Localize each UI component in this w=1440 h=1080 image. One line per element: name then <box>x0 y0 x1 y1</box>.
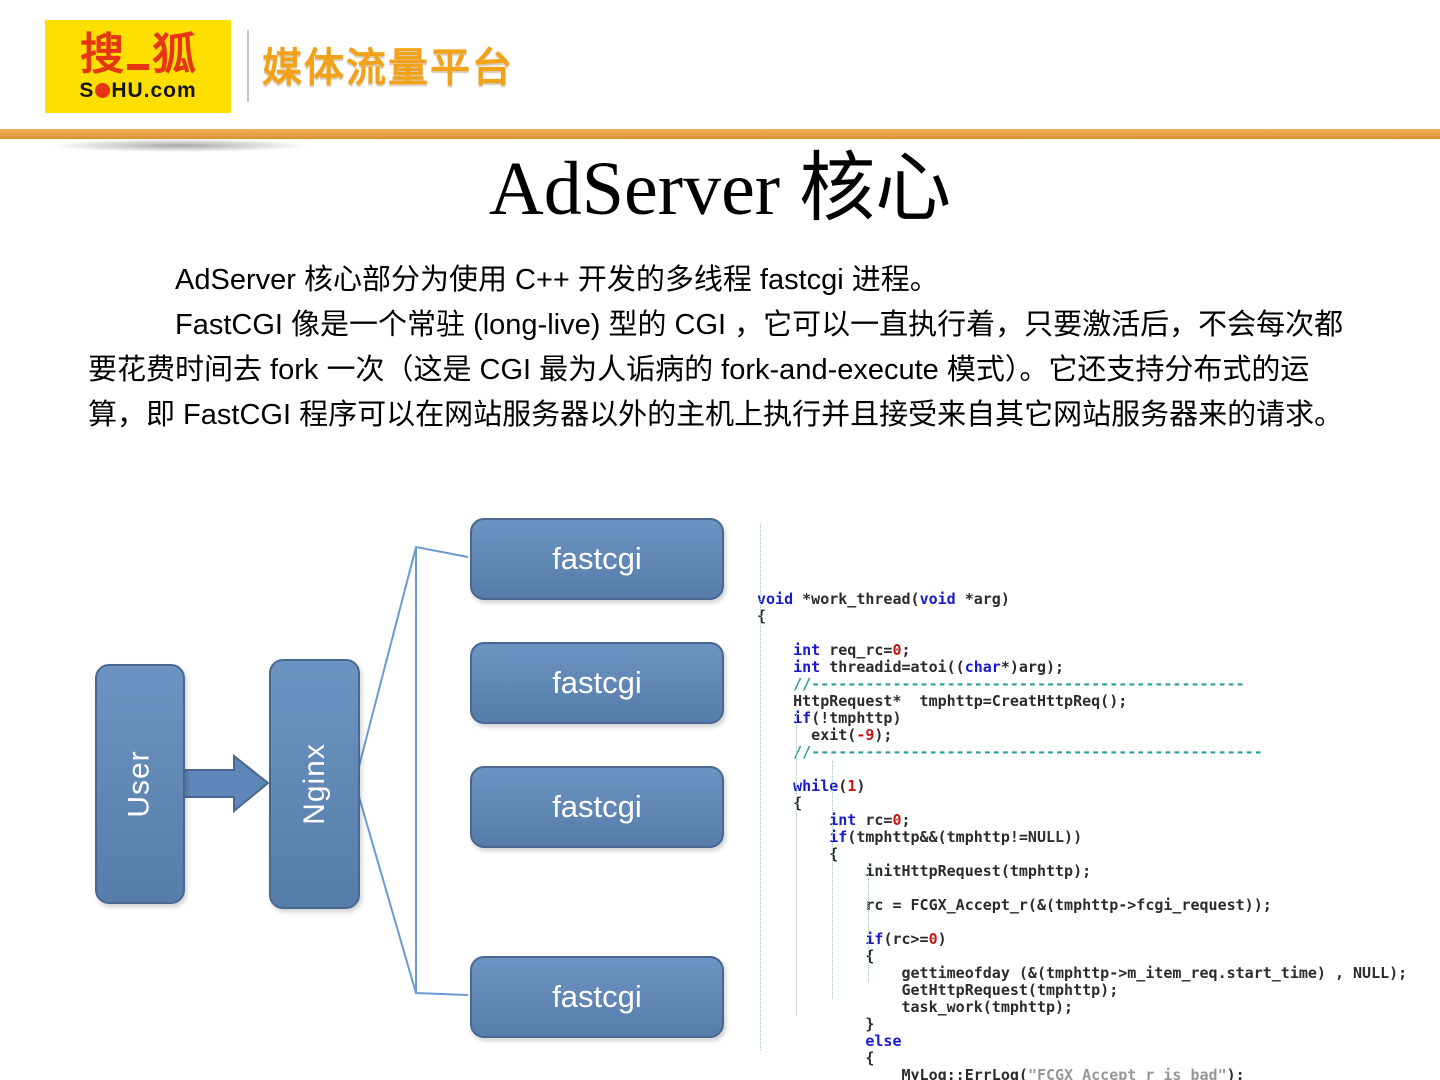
code-line: } <box>757 1015 875 1033</box>
code-line: HttpRequest* tmphttp=CreatHttpReq(); <box>757 692 1128 710</box>
indent-guide <box>832 761 833 999</box>
sohu-logo: 搜 狐 S HU.com <box>45 20 231 113</box>
code-line: rc = FCGX_Accept_r(&(tmphttp->fcgi_reque… <box>757 896 1272 914</box>
code-line: GetHttpRequest(tmphttp); <box>757 981 1119 999</box>
code-line: //--------------------------------------… <box>757 743 1263 761</box>
sohu-hanzi-left: 搜 <box>80 29 124 79</box>
indent-guide <box>796 710 797 1016</box>
indent-guide <box>760 523 761 1050</box>
code-line: while(1) <box>793 777 866 795</box>
body-paragraph: FastCGI 像是一个常驻 (long-live) 型的 CGI ，它可以一直… <box>88 309 1344 431</box>
code-line: exit(-9); <box>757 726 893 744</box>
code-line <box>757 625 1407 642</box>
code-line: int req_rc=0; <box>793 641 911 659</box>
code-line: { <box>757 845 839 863</box>
logo-domain-suffix: HU.com <box>111 78 197 102</box>
fastcgi-node-label: fastcgi <box>552 979 642 1014</box>
user-node: User <box>95 664 185 904</box>
code-line: //--------------------------------------… <box>757 675 1245 693</box>
code-line: initHttpRequest(tmphttp); <box>757 862 1092 880</box>
fastcgi-node: fastcgi <box>470 642 724 724</box>
nginx-node-label: Nginx <box>297 743 331 825</box>
fastcgi-node: fastcgi <box>470 956 724 1038</box>
code-line: if(rc>=0) <box>865 930 947 948</box>
logo-underscore-icon <box>127 63 149 70</box>
code-line <box>757 914 1407 931</box>
code-line: if(!tmphttp) <box>793 709 902 727</box>
logo-shadow <box>52 139 308 152</box>
header-divider <box>0 129 1440 139</box>
fanout-connector-bottom <box>356 789 469 996</box>
platform-title: 媒体流量平台 <box>262 46 514 90</box>
sohu-logo-hanzi: 搜 狐 <box>80 29 196 79</box>
user-node-label: User <box>123 750 156 818</box>
code-snippet: void *work_thread(void *arg){ int req_rc… <box>757 489 1407 1080</box>
page-title: AdServer 核心 <box>488 147 952 231</box>
code-line <box>757 880 1407 897</box>
code-line: if(tmphttp&&(tmphttp!=NULL)) <box>829 828 1083 846</box>
logo-dot-icon <box>95 82 111 98</box>
fastcgi-node: fastcgi <box>470 766 724 848</box>
indent-guide <box>868 863 869 982</box>
code-line: void *work_thread(void *arg) <box>757 590 1010 608</box>
sohu-logo-domain: S HU.com <box>79 80 196 101</box>
code-line: gettimeofday (&(tmphttp->m_item_req.star… <box>757 964 1408 982</box>
code-line <box>757 761 1407 778</box>
logo-domain-prefix: S <box>79 78 95 102</box>
code-line: { <box>757 1049 875 1067</box>
code-line: { <box>757 947 875 965</box>
fanout-connector-top <box>356 545 469 775</box>
fastcgi-node-label: fastcgi <box>552 789 642 824</box>
code-line: MyLog::ErrLog("FCGX_Accept_r is bad"); <box>757 1066 1245 1080</box>
sohu-hanzi-right: 狐 <box>152 29 196 79</box>
body-paragraph: AdServer 核心部分为使用 C++ 开发的多线程 fastcgi 进程。 <box>175 264 939 296</box>
code-line: else <box>865 1032 902 1050</box>
flow-arrow-icon <box>183 753 270 814</box>
code-line: { <box>757 607 767 625</box>
code-line: int threadid=atoi((char*)arg); <box>793 658 1065 676</box>
code-line: task_work(tmphttp); <box>757 998 1074 1016</box>
fastcgi-node: fastcgi <box>470 518 724 600</box>
logo-divider <box>247 30 249 102</box>
code-line: int rc=0; <box>829 811 911 829</box>
nginx-node: Nginx <box>269 659 360 909</box>
fastcgi-node-label: fastcgi <box>552 541 642 576</box>
code-line: { <box>757 794 803 812</box>
fastcgi-node-label: fastcgi <box>552 665 642 700</box>
body-text: AdServer 核心部分为使用 C++ 开发的多线程 fastcgi 进程。 … <box>88 258 1356 438</box>
